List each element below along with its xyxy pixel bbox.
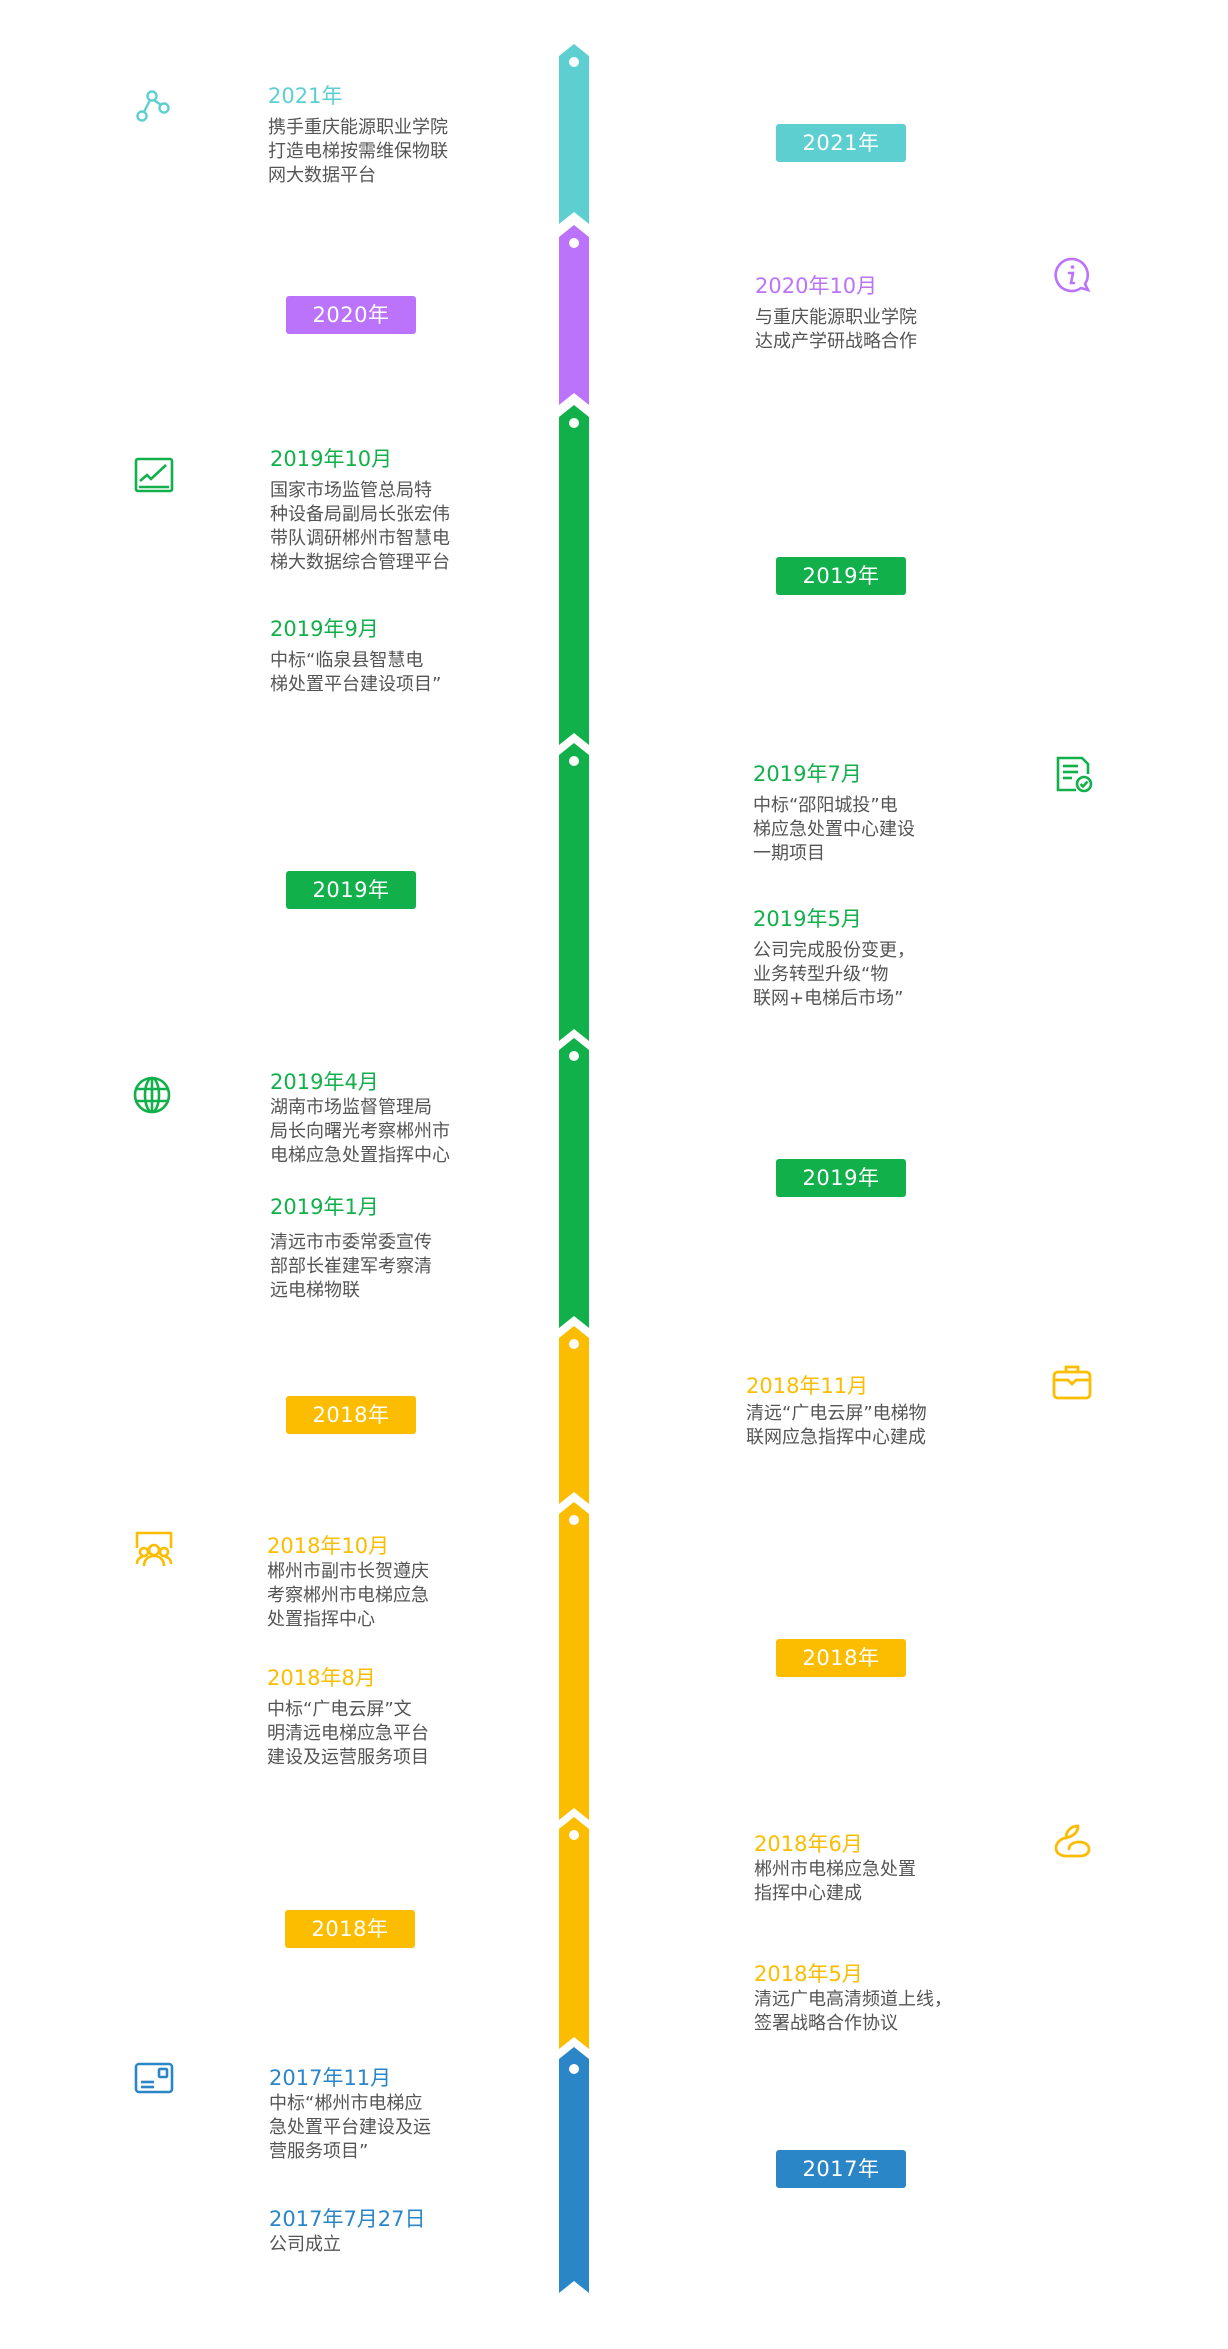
timeline-segment-2019c [559,1038,589,1328]
event-date: 2017年7月27日 [269,2207,426,2231]
timeline-segment-2017 [559,2047,589,2293]
event-description: 国家市场监管总局特 种设备局副局长张宏伟 带队调研郴州市智慧电 梯大数据综合管理… [270,480,450,573]
year-badge-2018: 2018年 [286,1396,416,1434]
event-date: 2018年6月 [754,1832,863,1856]
timeline-segment-2018a [559,1326,589,1504]
event-description: 与重庆能源职业学院 达成产学研战略合作 [755,307,917,352]
event-description: 清远“广电云屏”电梯物 联网应急指挥中心建成 [746,1403,927,1448]
timeline-segment-2018b [559,1502,589,1820]
event-2018-8: 2018年8月 中标“广电云屏”文 明清远电梯应急平台 建设及运营服务项目 [267,1664,497,1770]
event-2019-10: 2019年10月 国家市场监管总局特 种设备局副局长张宏伟 带队调研郴州市智慧电… [270,445,500,575]
year-badge-2020: 2020年 [286,296,416,334]
event-description: 公司完成股份变更， 业务转型升级“物 联网+电梯后市场” [753,940,915,1009]
event-date: 2020年10月 [755,274,878,298]
timeline-segment-2018c [559,1817,589,2049]
globe-icon [132,1075,172,1115]
event-date: 2021年 [268,84,343,108]
timeline-segment-2021 [559,44,589,224]
event-description: 携手重庆能源职业学院 打造电梯按需维保物联 网大数据平台 [268,117,448,186]
id-card-icon [134,2060,174,2100]
year-badge-2018: 2018年 [285,1910,415,1948]
event-date: 2018年8月 [267,1666,376,1690]
event-2018-11: 2018年11月 清远“广电云屏”电梯物 联网应急指挥中心建成 [746,1372,986,1450]
timeline-segment-2019a [559,405,589,745]
event-date: 2018年5月 [754,1962,863,1986]
event-2021: 2021年 携手重庆能源职业学院 打造电梯按需维保物联 网大数据平台 [268,82,498,188]
event-2018-6: 2018年6月 郴州市电梯应急处置 指挥中心建成 [754,1830,994,1906]
event-date: 2019年5月 [753,907,862,931]
event-2020-10: 2020年10月 与重庆能源职业学院 达成产学研战略合作 [755,272,985,354]
timeline-segment-2019b [559,743,589,1041]
event-2019-5: 2019年5月 公司完成股份变更， 业务转型升级“物 联网+电梯后市场” [753,905,983,1011]
event-description: 中标“广电云屏”文 明清远电梯应急平台 建设及运营服务项目 [267,1699,429,1768]
event-date: 2019年1月 [270,1195,379,1219]
event-date: 2018年10月 [267,1534,390,1558]
info-bubble-icon [1052,255,1092,295]
event-description: 公司成立 [269,2234,341,2255]
event-date: 2019年4月 [270,1070,379,1094]
event-2019-4: 2019年4月 湖南市场监督管理局 局长向曙光考察郴州市 电梯应急处置指挥中心 [270,1068,500,1168]
year-badge-2019: 2019年 [776,557,906,595]
leaf-hand-icon [1052,1822,1092,1862]
event-date: 2018年11月 [746,1374,869,1398]
event-2017-7-27: 2017年7月27日 公司成立 [269,2205,499,2257]
event-description: 湖南市场监督管理局 局长向曙光考察郴州市 电梯应急处置指挥中心 [270,1097,450,1166]
event-2019-7: 2019年7月 中标“邵阳城投”电 梯应急处置中心建设 一期项目 [753,760,983,866]
event-date: 2019年10月 [270,447,393,471]
document-check-icon [1054,754,1094,794]
year-badge-2019: 2019年 [776,1159,906,1197]
event-description: 郴州市电梯应急处置 指挥中心建成 [754,1859,916,1904]
event-2019-1: 2019年1月 清远市市委常委宣传 部部长崔建军考察清 远电梯物联 [270,1193,500,1303]
year-badge-2021: 2021年 [776,124,906,162]
event-date: 2019年7月 [753,762,862,786]
event-2018-5: 2018年5月 清远广电高清频道上线， 签署战略合作协议 [754,1960,994,2036]
event-2019-9: 2019年9月 中标“临泉县智慧电 梯处置平台建设项目” [270,615,500,697]
event-description: 郴州市副市长贺遵庆 考察郴州市电梯应急 处置指挥中心 [267,1561,429,1630]
chart-line-icon [134,457,174,497]
year-badge-2017: 2017年 [776,2150,906,2188]
event-description: 清远广电高清频道上线， 签署战略合作协议 [754,1989,952,2034]
year-badge-2019: 2019年 [286,871,416,909]
event-description: 中标“临泉县智慧电 梯处置平台建设项目” [270,650,442,695]
event-2018-10: 2018年10月 郴州市副市长贺遵庆 考察郴州市电梯应急 处置指挥中心 [267,1532,497,1632]
event-2017-11: 2017年11月 中标“郴州市电梯应 急处置平台建设及运 营服务项目” [269,2064,499,2164]
event-date: 2019年9月 [270,617,379,641]
group-meeting-icon [134,1530,174,1570]
event-description: 清远市市委常委宣传 部部长崔建军考察清 远电梯物联 [270,1232,432,1301]
event-date: 2017年11月 [269,2066,392,2090]
event-description: 中标“邵阳城投”电 梯应急处置中心建设 一期项目 [753,795,915,864]
toolbox-icon [1052,1362,1092,1402]
event-description: 中标“郴州市电梯应 急处置平台建设及运 营服务项目” [269,2093,431,2162]
share-nodes-icon [134,88,174,128]
year-badge-2018: 2018年 [776,1639,906,1677]
timeline-segment-2020 [559,225,589,405]
